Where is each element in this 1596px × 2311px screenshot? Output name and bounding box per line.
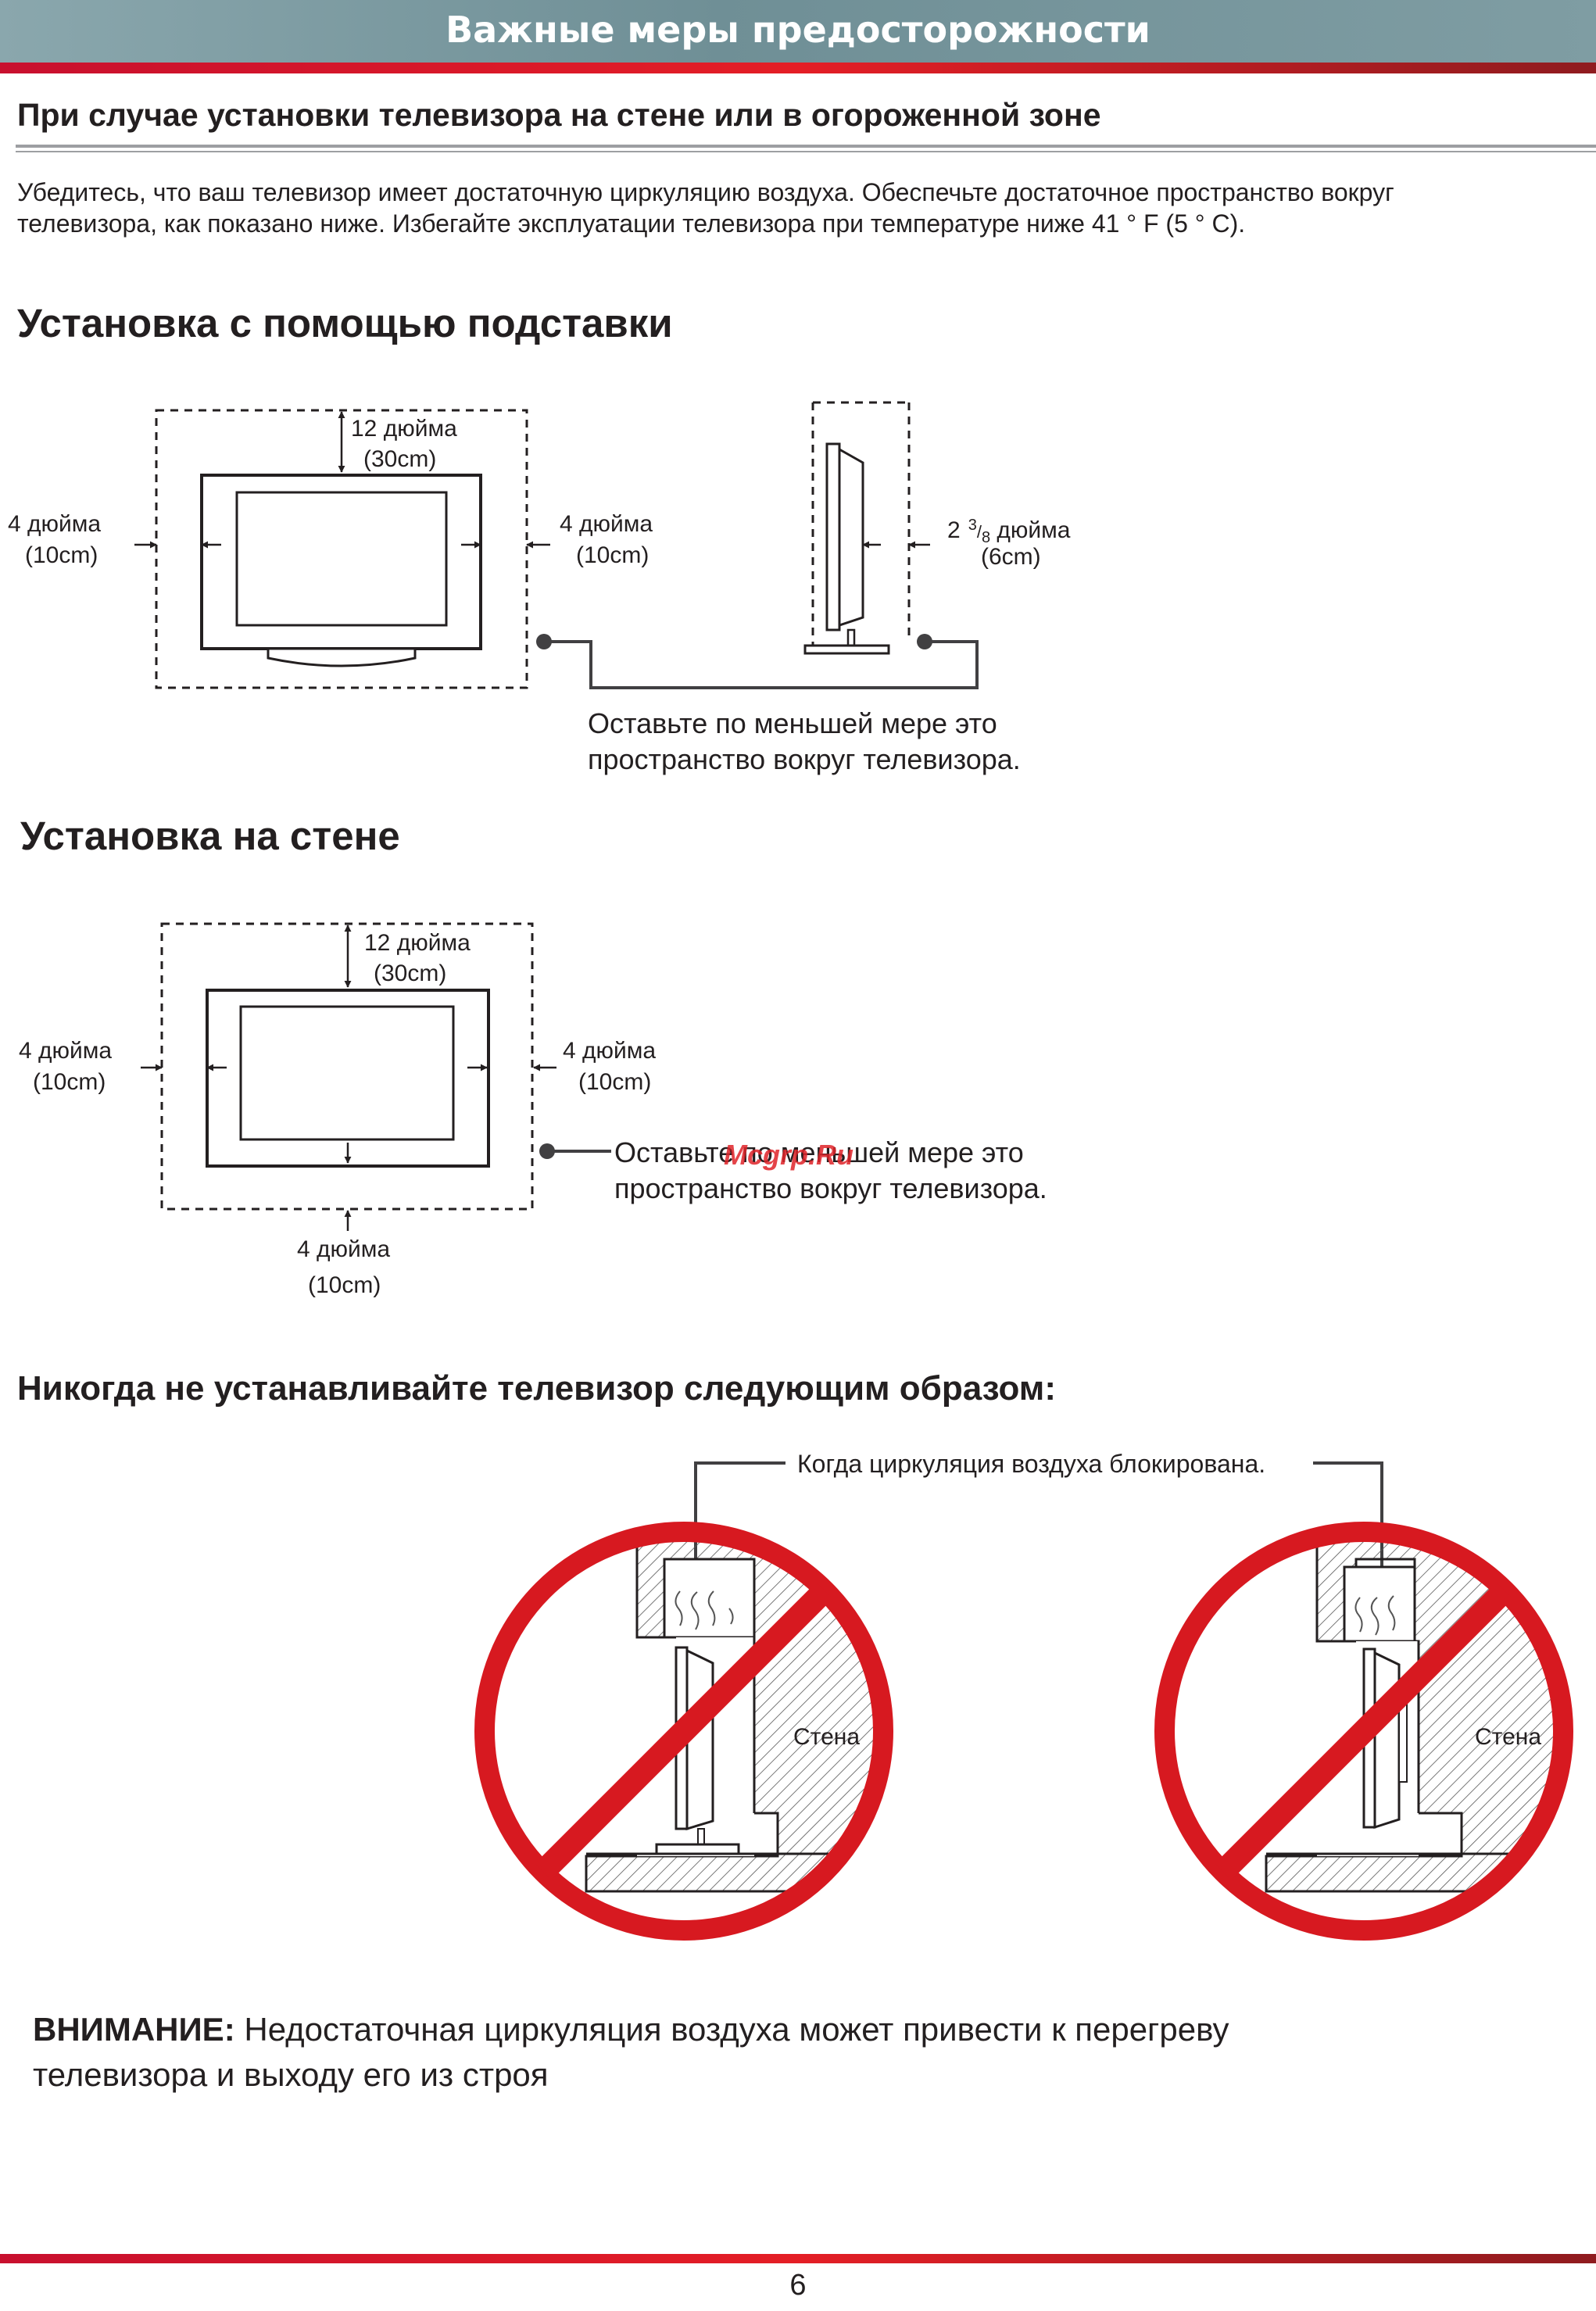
side-tv-neck xyxy=(846,628,856,647)
wall-right-metric: (10cm) xyxy=(578,1069,651,1095)
side-metric: (6cm) xyxy=(981,544,1041,570)
section-underline xyxy=(16,145,1596,148)
intro-line-1: Убедитесь, что ваш телевизор имеет доста… xyxy=(17,178,1394,206)
stand-note-line-2: пространство вокруг телевизора. xyxy=(588,743,1021,775)
stand-right-metric: (10cm) xyxy=(576,542,649,568)
side-tv-back xyxy=(825,442,841,631)
stand-clearance-zone xyxy=(155,409,528,689)
stand-left-label: 4 дюйма xyxy=(8,511,101,537)
prohibit-circle-left xyxy=(474,1522,893,1941)
wall-heading: Установка на стене xyxy=(20,814,400,858)
stand-note-line-1: Оставьте по меньшей мере это xyxy=(588,707,997,739)
warning-label: ВНИМАНИЕ: xyxy=(33,2011,235,2048)
wall-note-connector xyxy=(539,1143,611,1159)
footer-red-stripe xyxy=(0,2254,1596,2263)
warning-line-2: телевизора и выходу его из строя xyxy=(33,2056,549,2093)
wall-bottom-label: 4 дюйма xyxy=(297,1236,390,1262)
page-number: 6 xyxy=(789,2269,807,2302)
prohibit-circle-right xyxy=(1154,1522,1573,1941)
wall-note-line-2: пространство вокруг телевизора. xyxy=(614,1172,1047,1204)
never-wall-label-right: Стена xyxy=(1475,1724,1541,1750)
wall-right-label: 4 дюйма xyxy=(563,1038,656,1064)
stand-tv-base xyxy=(267,647,417,667)
section-title: При случае установки телевизора на стене… xyxy=(17,97,1101,133)
wall-bottom-metric: (10cm) xyxy=(308,1272,381,1298)
warning-text-1: Недостаточная циркуляция воздуха может п… xyxy=(234,2011,1229,2048)
wall-mount-diagram: 12 дюйма (30cm) 4 дюйма (10cm) 4 дюйма (… xyxy=(19,922,656,1298)
stand-note-connector xyxy=(536,634,979,689)
never-heading: Никогда не устанавливайте телевизор след… xyxy=(17,1369,1057,1408)
wall-top-metric: (30cm) xyxy=(374,961,446,986)
section-underline-thin xyxy=(16,151,1596,152)
prohibit-slash-right xyxy=(1215,1582,1513,1880)
header-bar xyxy=(0,0,1596,63)
wall-top-label: 12 дюйма xyxy=(364,930,471,956)
wall-note-line-1: Оставьте по меньшей мере это xyxy=(614,1136,1024,1168)
stand-top-metric: (30cm) xyxy=(363,446,436,472)
stand-heading: Установка с помощью подставки xyxy=(17,301,673,345)
header-red-stripe xyxy=(0,63,1596,73)
stand-right-label: 4 дюйма xyxy=(560,511,653,537)
stand-tv-screen xyxy=(235,491,448,627)
side-tv-panel xyxy=(838,447,864,628)
prohibit-slash-left xyxy=(535,1582,833,1880)
wall-left-metric: (10cm) xyxy=(33,1069,106,1095)
wall-tv-screen xyxy=(239,1005,455,1141)
stand-left-metric: (10cm) xyxy=(25,542,98,568)
side-tv-foot xyxy=(803,644,890,655)
stand-front-diagram: 12 дюйма (30cm) 4 дюйма (10cm) 4 дюйма (… xyxy=(8,409,653,689)
never-callout: Когда циркуляция воздуха блокирована. xyxy=(797,1450,1265,1478)
stand-top-label: 12 дюйма xyxy=(351,416,457,442)
never-wall-label-left: Стена xyxy=(793,1724,860,1750)
page-header-title: Важные меры предосторожности xyxy=(446,9,1150,51)
intro-line-2: телевизора, как показано ниже. Избегайте… xyxy=(17,209,1246,238)
warning-line-1: ВНИМАНИЕ: Недостаточная циркуляция возду… xyxy=(33,2007,1229,2052)
watermark: Mcgrp.Ru xyxy=(724,1139,853,1171)
wall-left-label: 4 дюйма xyxy=(19,1038,112,1064)
